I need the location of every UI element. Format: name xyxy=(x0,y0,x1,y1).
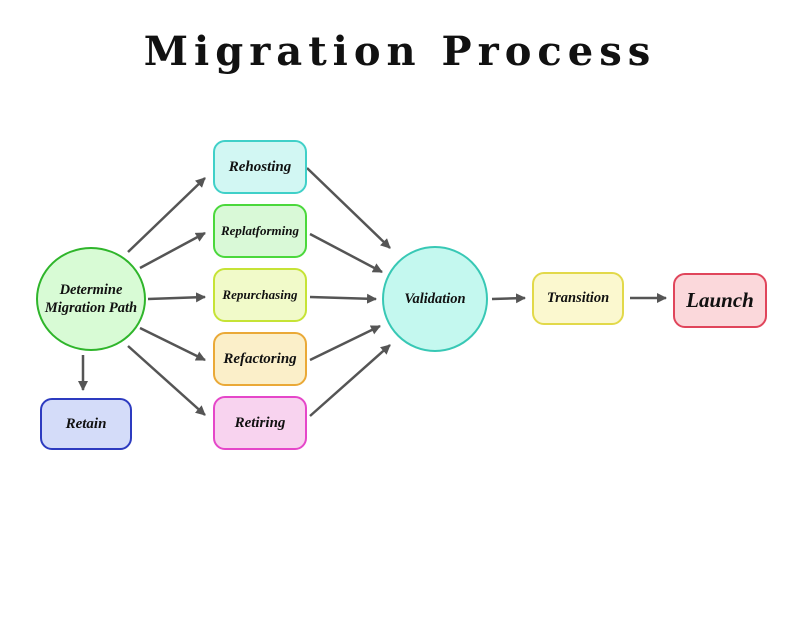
arrow-determine-to-repurchasing xyxy=(147,292,206,303)
node-rehosting: Rehosting xyxy=(213,140,307,194)
arrow-retiring-to-validation xyxy=(309,344,391,417)
node-repurchasing: Repurchasing xyxy=(213,268,307,322)
page-title: Migration Process xyxy=(143,28,657,75)
node-determine-migration-path: Determine Migration Path xyxy=(36,247,146,351)
arrow-refactoring-to-validation xyxy=(309,324,381,362)
arrow-determine-to-refactoring xyxy=(139,326,206,362)
arrow-determine-to-replatforming xyxy=(139,231,206,270)
arrow-determine-to-retiring xyxy=(127,345,206,416)
arrow-replatforming-to-validation xyxy=(309,232,383,274)
node-retain: Retain xyxy=(40,398,132,450)
node-validation: Validation xyxy=(382,246,488,352)
arrow-repurchasing-to-validation xyxy=(309,293,377,304)
arrow-rehosting-to-validation xyxy=(306,167,391,249)
node-replatforming: Replatforming xyxy=(213,204,307,258)
node-refactoring: Refactoring xyxy=(213,332,307,386)
node-retiring: Retiring xyxy=(213,396,307,450)
node-transition: Transition xyxy=(532,272,624,325)
arrow-validation-to-transition xyxy=(491,293,526,304)
arrow-determine-to-rehosting xyxy=(127,177,206,253)
node-launch: Launch xyxy=(673,273,767,328)
